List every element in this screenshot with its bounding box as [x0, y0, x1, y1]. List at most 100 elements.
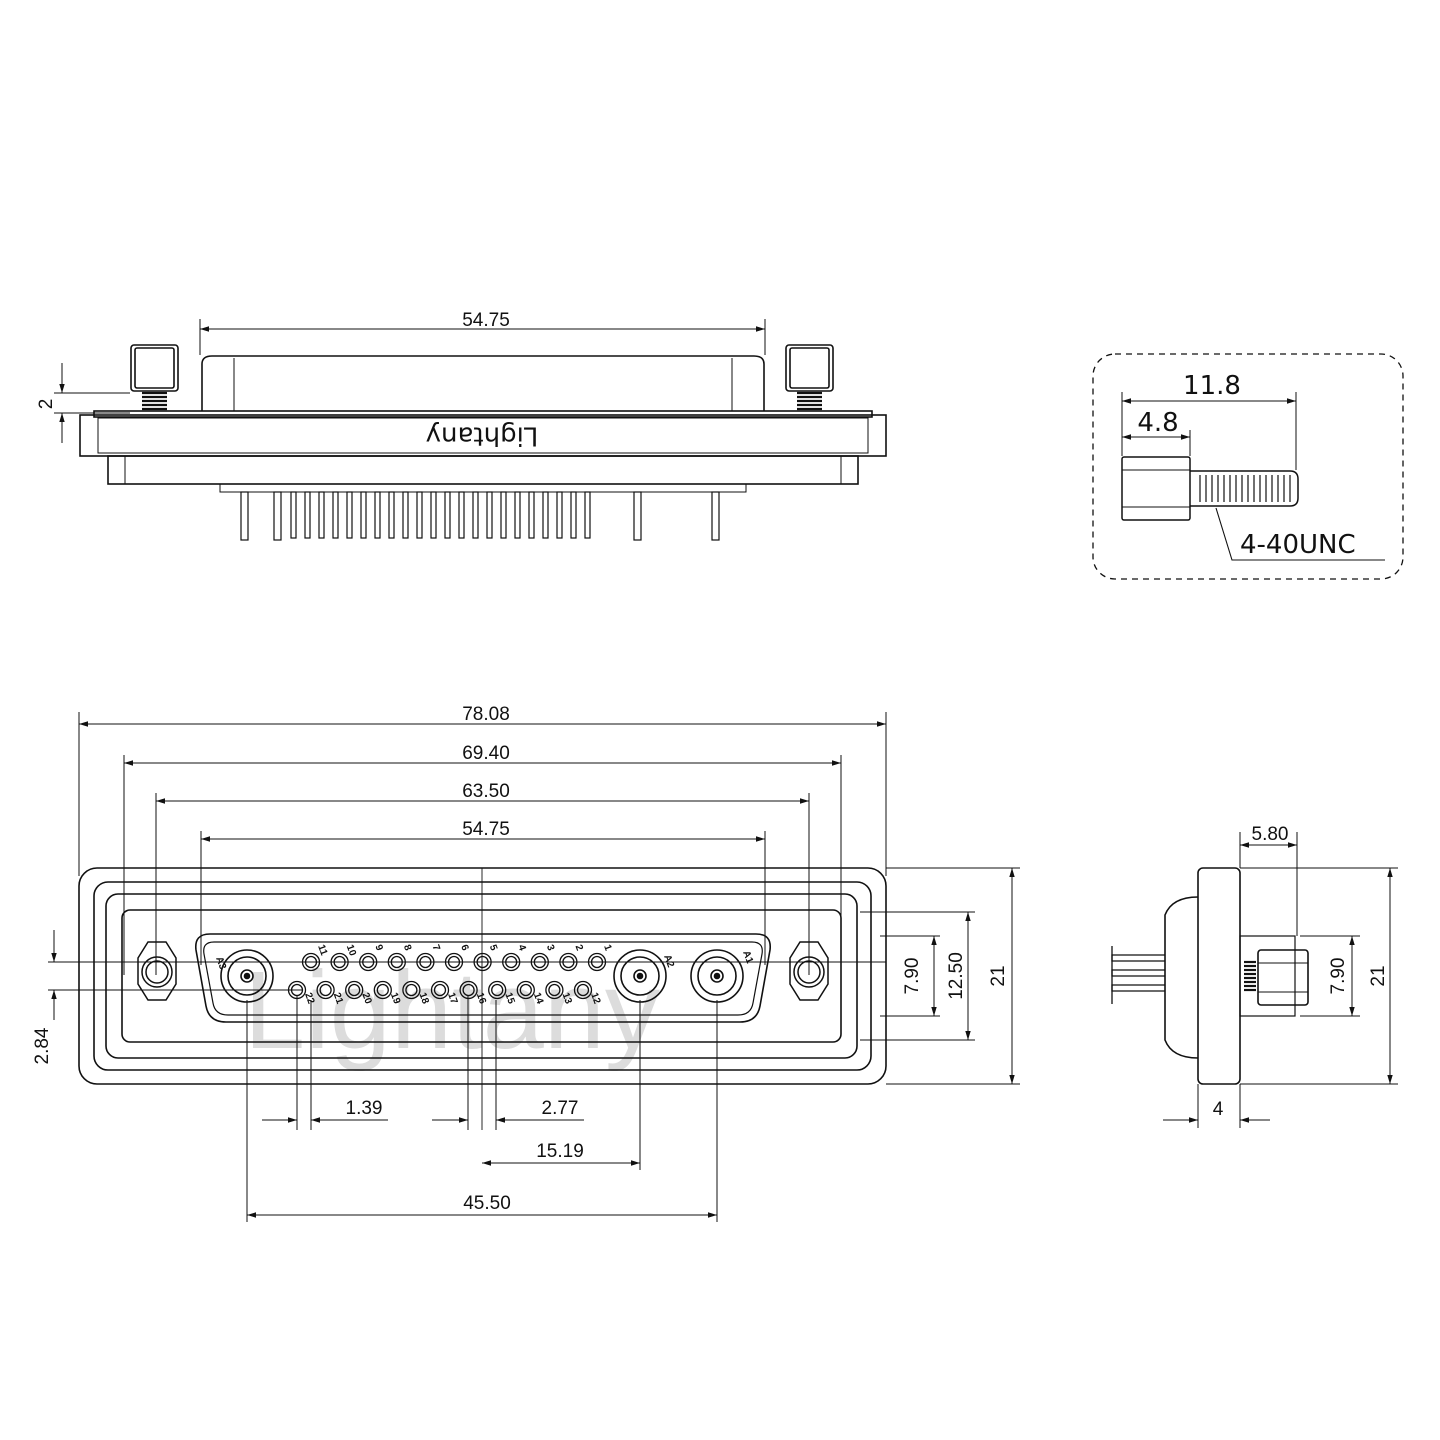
pin-15-socket	[491, 983, 504, 997]
pin-18-socket	[405, 983, 418, 997]
pin-19	[373, 980, 392, 1000]
top-view	[54, 319, 887, 541]
coax-labels: A3 A2 A1	[213, 949, 755, 971]
pin-7-socket	[419, 955, 432, 969]
pin-label-6: 6	[458, 943, 470, 952]
pin-20-socket	[348, 983, 361, 997]
pin-label-18: 18	[417, 991, 431, 1006]
pin-label-11: 11	[315, 943, 329, 957]
dim-coax-span: 45.50	[463, 1193, 511, 1214]
top-pin-tail	[444, 491, 451, 539]
top-pin-tail	[402, 491, 409, 539]
top-pin-tail	[570, 491, 577, 539]
top-pin-tail	[528, 491, 535, 539]
thread-spec-label: 4-40UNC	[1240, 530, 1356, 560]
dim-overall-width: 78.08	[462, 704, 510, 725]
dim-flange-height: 21	[988, 965, 1009, 986]
top-pin-tail	[472, 491, 479, 539]
pin-10-socket	[333, 955, 346, 969]
top-pin-tail	[304, 491, 311, 539]
side-view	[1111, 832, 1398, 1128]
pin-14	[516, 980, 535, 1000]
pin-label-2: 2	[573, 943, 585, 952]
top-brand-mirrored: Lightany	[426, 421, 539, 451]
front-view	[48, 712, 1020, 1222]
pin-5	[473, 952, 492, 972]
coax-label-a1: A1	[740, 949, 755, 965]
pin-18	[402, 980, 421, 1000]
pin-3-socket	[533, 955, 546, 969]
coax-label-a2: A2	[661, 953, 676, 969]
top-pin-tail	[486, 491, 493, 539]
pin-16	[459, 980, 478, 1000]
pin-17	[430, 980, 450, 1000]
front-right-dims: 7.90 12.50 21	[902, 952, 1009, 1000]
coax-label-a3: A3	[213, 955, 228, 971]
pin-14-socket	[519, 983, 532, 997]
pin-7	[416, 952, 435, 972]
pin-label-16: 16	[474, 991, 488, 1006]
top-pin-tail	[500, 491, 507, 539]
signal-pins	[287, 952, 607, 1000]
pin-label-9: 9	[372, 943, 384, 952]
front-bottom-dims: 1.39 2.77 15.19 45.50	[346, 1098, 584, 1214]
screw-total-dim: 11.8	[1183, 371, 1241, 401]
top-pin-tail	[388, 491, 395, 539]
pin-2	[559, 952, 578, 972]
dim-insert-height: 7.90	[902, 958, 923, 995]
top-pin-tail	[556, 491, 563, 539]
top-pin-tail	[542, 491, 549, 539]
pin-1-socket	[590, 955, 604, 969]
pin-16-socket	[462, 983, 475, 997]
pin-11	[301, 952, 321, 972]
dim-row-offset: 2.84	[32, 1027, 53, 1064]
side-flange-dim: 4	[1213, 1099, 1224, 1120]
pin-10	[330, 952, 349, 972]
dim-pitch-a: 1.39	[346, 1098, 383, 1119]
pin-21	[316, 980, 335, 1000]
side-height-dim: 21	[1368, 965, 1389, 986]
pin-8-socket	[390, 955, 403, 969]
pin-label-8: 8	[401, 943, 413, 952]
top-thread-gap-dim: 2	[36, 399, 57, 410]
pin-12-socket	[576, 983, 590, 997]
pin-label-15: 15	[502, 991, 516, 1006]
top-pin-tail	[332, 491, 339, 539]
top-view-pins	[290, 491, 591, 539]
top-pin-tail	[584, 491, 591, 539]
dim-shell-height: 12.50	[946, 952, 967, 1000]
top-pin-tail	[346, 491, 353, 539]
pin-19-socket	[376, 983, 389, 997]
pin-label-20: 20	[359, 991, 373, 1006]
pin-17-socket	[433, 983, 447, 997]
dim-pitch-b: 2.77	[542, 1098, 579, 1119]
pin-label-22: 22	[302, 991, 316, 1006]
top-pin-tail	[430, 491, 437, 539]
pin-4	[502, 952, 521, 972]
top-pin-tail	[318, 491, 325, 539]
front-watermark: Lightany	[244, 949, 660, 1072]
pin-label-13: 13	[560, 991, 574, 1006]
pin-13	[545, 980, 564, 1000]
side-pin-height-dim: 7.90	[1328, 958, 1349, 995]
pin-label-19: 19	[388, 991, 402, 1006]
pin-6	[444, 952, 464, 972]
pin-4-socket	[505, 955, 518, 969]
pin-13-socket	[548, 983, 561, 997]
side-top-dim: 5.80	[1252, 824, 1289, 845]
pin-11-socket	[304, 955, 318, 969]
pin-15	[488, 980, 507, 1000]
top-pin-tail	[374, 491, 381, 539]
pin-label-17: 17	[445, 991, 459, 1006]
pin-8	[387, 952, 406, 972]
dim-shell-width: 69.40	[462, 743, 510, 764]
top-pin-tail	[514, 491, 521, 539]
pin-label-10: 10	[344, 943, 358, 958]
pin-1	[587, 952, 607, 972]
screw-head-dim: 4.8	[1137, 408, 1178, 438]
dim-hole-spacing: 63.50	[462, 781, 510, 802]
pin-2-socket	[562, 955, 575, 969]
pin-label-12: 12	[588, 991, 602, 1006]
top-width-dim: 54.75	[462, 310, 510, 331]
front-top-dims: 78.08 69.40 63.50 54.75	[462, 704, 510, 840]
